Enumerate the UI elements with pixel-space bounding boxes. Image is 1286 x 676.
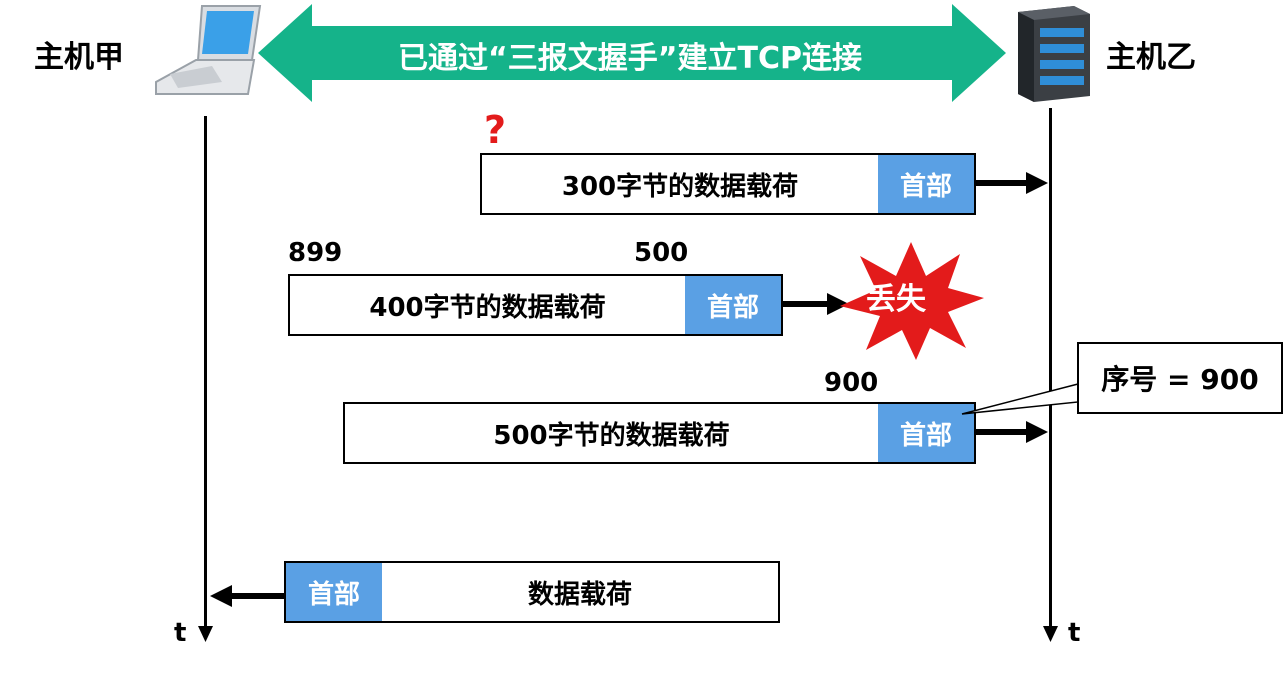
segment-300: 300字节的数据载荷 首部 — [480, 153, 976, 215]
lost-label: 丢失 — [866, 274, 926, 318]
segment-500: 500字节的数据载荷 首部 — [343, 402, 976, 464]
host-a-time-label: t — [174, 618, 186, 648]
sequence-callout: 序号 = 900 — [1077, 342, 1283, 414]
host-b-label: 主机乙 — [1106, 32, 1196, 76]
segment-payload: 数据载荷 — [382, 563, 778, 621]
seq-899-label: 899 — [288, 238, 342, 268]
segment-header: 首部 — [685, 276, 781, 334]
host-b-time-arrowhead — [1043, 626, 1058, 642]
question-mark: ? — [484, 108, 506, 152]
seq-900-label: 900 — [824, 368, 878, 398]
seq-500-label: 500 — [634, 238, 688, 268]
host-b-time-label: t — [1068, 618, 1080, 648]
segment-500-arrow — [976, 421, 1050, 443]
host-a-label: 主机甲 — [34, 32, 124, 76]
connection-banner-text: 已通过“三报文握手”建立TCP连接 — [260, 33, 1000, 77]
segment-payload: 400字节的数据载荷 — [290, 276, 685, 334]
segment-400: 400字节的数据载荷 首部 — [288, 274, 783, 336]
server-icon — [1010, 2, 1096, 104]
laptop-icon — [152, 2, 264, 100]
segment-header: 首部 — [286, 563, 382, 621]
segment-return: 首部 数据载荷 — [284, 561, 780, 623]
host-a-time-arrowhead — [198, 626, 213, 642]
callout-pointer — [960, 378, 1082, 418]
segment-header: 首部 — [878, 155, 974, 213]
segment-payload: 500字节的数据载荷 — [345, 404, 878, 462]
ack-segment-arrow — [210, 585, 286, 607]
host-a-timeline — [204, 116, 207, 632]
segment-300-arrow — [976, 172, 1050, 194]
segment-payload: 300字节的数据载荷 — [482, 155, 878, 213]
